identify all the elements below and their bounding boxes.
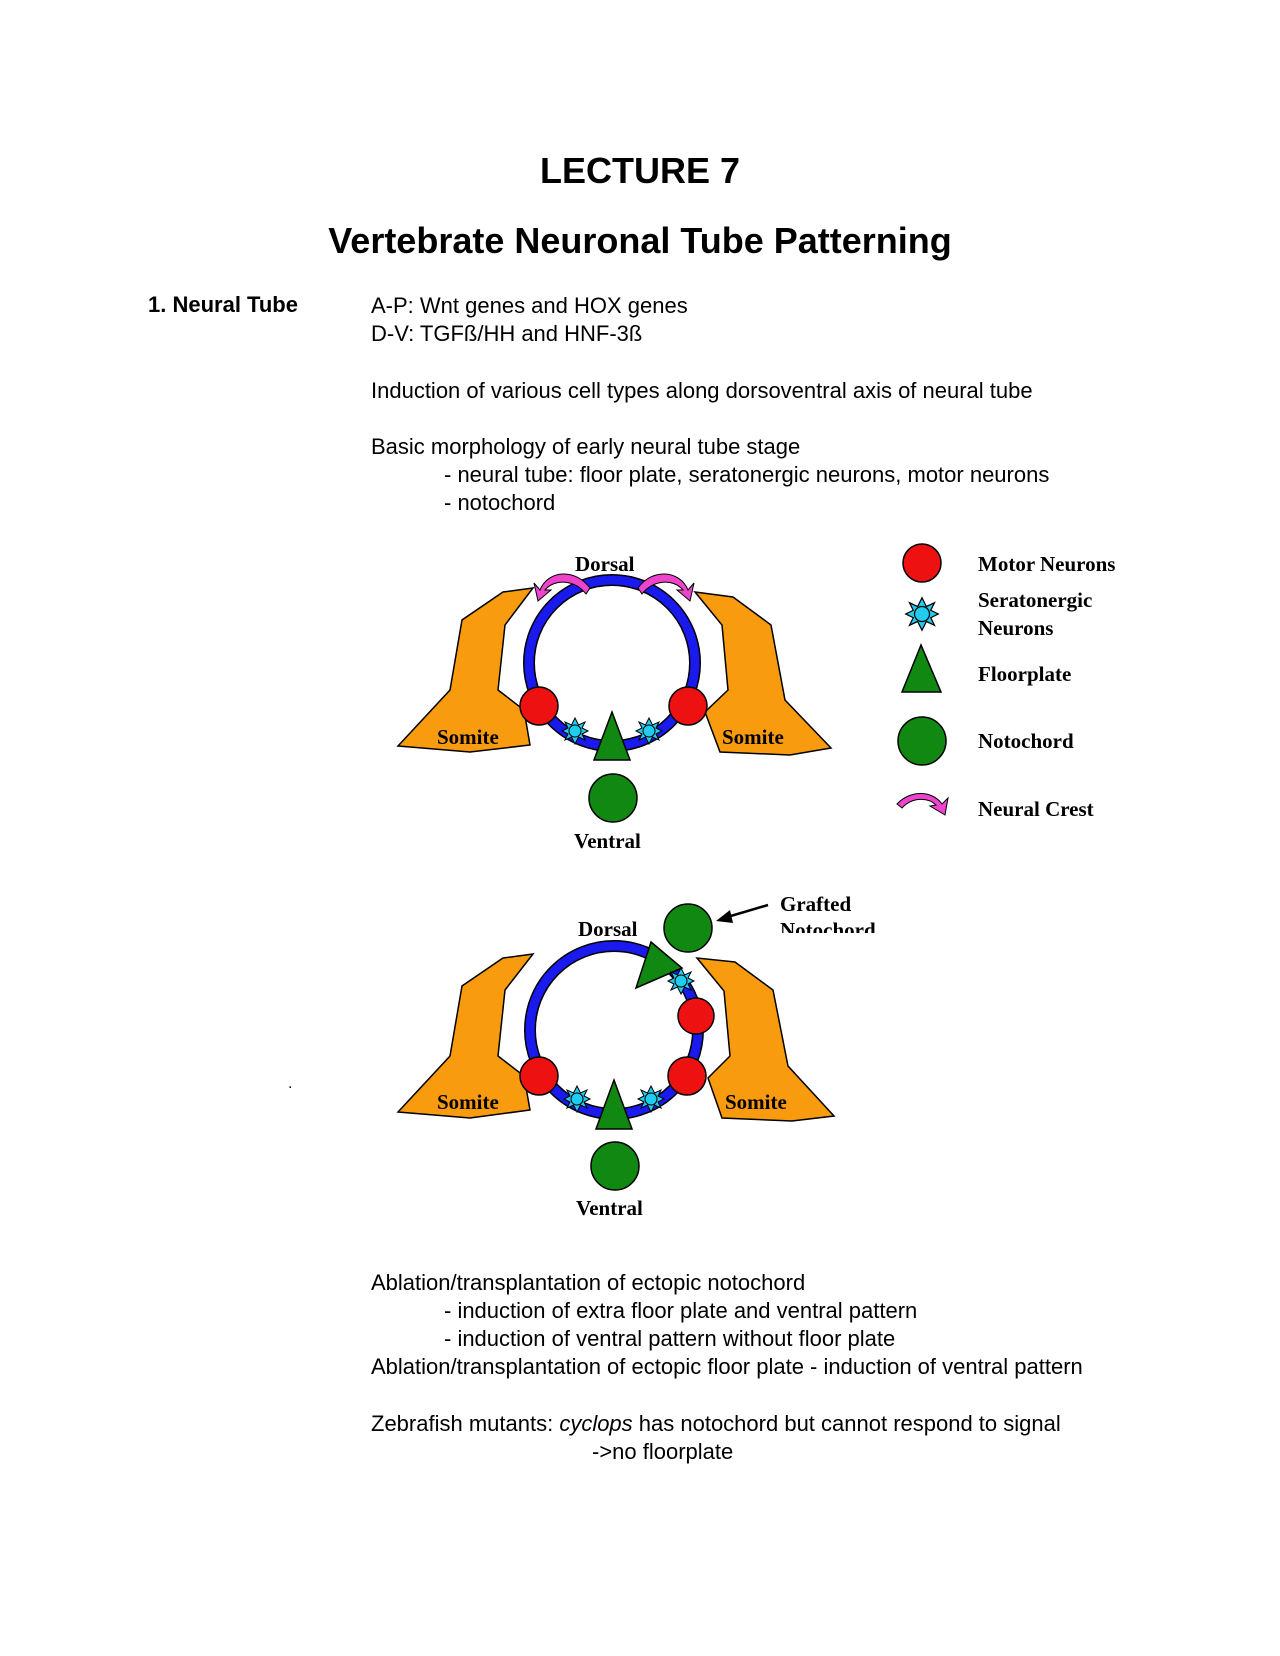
stray-dot: . [288, 1075, 293, 1092]
legend-seratonergic-label: Neurons [978, 616, 1054, 640]
ablation-item: - induction of ventral pattern without f… [444, 1326, 896, 1351]
motor-neuron [668, 686, 708, 726]
ectopic-seratonergic-neuron [667, 967, 695, 995]
section-label: 1. Neural Tube [148, 292, 298, 317]
seratonergic-neuron [563, 1085, 591, 1113]
ablation-notochord-heading: Ablation/transplantation of ectopic noto… [371, 1270, 806, 1295]
legend-notochord-swatch [897, 716, 947, 766]
legend-notochord-label: Notochord [978, 729, 1074, 753]
grafted-notochord-label: Notochord [780, 918, 876, 933]
floorplate [592, 709, 632, 761]
figure-grafted-notochord [396, 903, 836, 1191]
legend [896, 543, 949, 816]
grafted-notochord-label: Grafted [780, 892, 852, 916]
somite-right-label: Somite [722, 725, 784, 749]
ap-axis-text: A-P: Wnt genes and HOX genes [371, 293, 688, 318]
zebrafish-text: Zebrafish mutants: cyclops has notochord… [371, 1410, 1061, 1438]
somite-left-label: Somite [437, 725, 499, 749]
motor-neuron [519, 1056, 559, 1096]
seratonergic-neuron [637, 1085, 665, 1113]
dv-axis-text: D-V: TGFß/HH and HNF-3ß [371, 321, 643, 346]
motor-neuron [519, 686, 559, 726]
lecture-number: LECTURE 7 [539, 150, 741, 191]
notochord [590, 1141, 640, 1191]
legend-seratonergic-swatch [905, 597, 939, 631]
page-title: Vertebrate Neuronal Tube Patterning [328, 220, 952, 261]
somite-right-label: Somite [725, 1090, 787, 1114]
induction-text: Induction of various cell types along do… [371, 378, 1033, 403]
seratonergic-neuron [561, 717, 589, 745]
morphology-item: - neural tube: floor plate, seratonergic… [444, 462, 1050, 487]
zebrafish-suffix: has notochord but cannot respond to sign… [632, 1411, 1061, 1436]
ablation-floorplate-text: Ablation/transplantation of ectopic floo… [371, 1354, 1083, 1379]
ectopic-floorplate [634, 940, 684, 990]
somite-left [396, 587, 535, 753]
legend-neural-crest-label: Neural Crest [978, 797, 1094, 821]
legend-floorplate-swatch [900, 643, 943, 693]
graft-arrowhead [716, 910, 733, 923]
somite-right [695, 957, 836, 1122]
somite-left [396, 953, 535, 1119]
dorsal-label: Dorsal [578, 917, 638, 941]
legend-motor-neurons-label: Motor Neurons [978, 552, 1116, 576]
seratonergic-neuron [635, 717, 663, 745]
cyclops-term: cyclops [559, 1411, 633, 1436]
zebrafish-prefix: Zebrafish mutants: [371, 1411, 560, 1436]
zebrafish-result: ->no floorplate [592, 1439, 734, 1464]
neural-crest-arrow [533, 573, 591, 602]
morphology-item: - notochord [444, 490, 556, 515]
ventral-label: Ventral [574, 829, 641, 853]
ablation-item: - induction of extra floor plate and ven… [444, 1298, 918, 1323]
neural-crest-arrow [637, 573, 695, 602]
legend-neural-crest-swatch [896, 793, 949, 816]
notochord [588, 773, 638, 823]
somite-right [693, 591, 833, 756]
legend-floorplate-label: Floorplate [978, 662, 1072, 686]
ectopic-motor-neuron [677, 997, 715, 1035]
morphology-heading: Basic morphology of early neural tube st… [371, 434, 801, 459]
dorsal-label: Dorsal [575, 552, 635, 576]
motor-neuron [667, 1056, 707, 1096]
floorplate [594, 1077, 634, 1130]
somite-left-label: Somite [437, 1090, 499, 1114]
legend-seratonergic-label: Seratonergic [978, 588, 1093, 612]
figure-normal-neural-tube [396, 573, 833, 823]
ventral-label: Ventral [576, 1196, 643, 1220]
legend-motor-neuron-swatch [902, 543, 942, 583]
grafted-notochord [663, 903, 713, 953]
